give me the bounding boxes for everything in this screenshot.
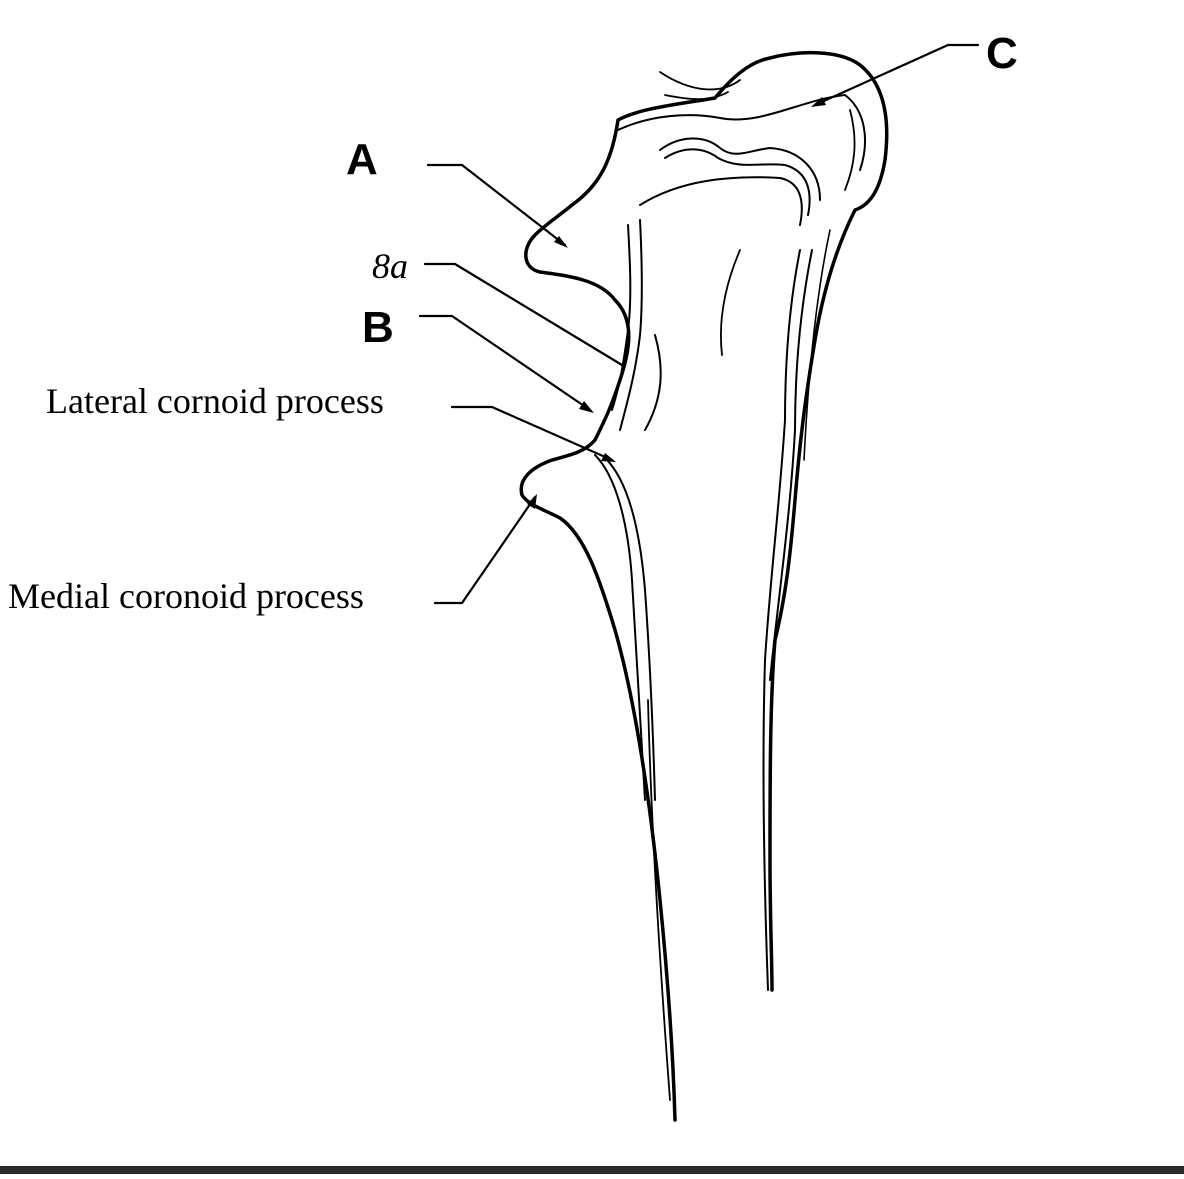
label-b: B xyxy=(362,303,394,352)
leader-a xyxy=(426,163,567,247)
label-lateral-coronoid-process: Lateral cornoid process xyxy=(46,381,384,421)
leader-lateral xyxy=(450,405,614,462)
leader-medial xyxy=(433,495,537,605)
leader-a-arrowhead xyxy=(554,236,568,248)
shaft-right-line-1 xyxy=(762,249,801,991)
leader-c xyxy=(813,43,980,107)
shaft-left-line-3 xyxy=(647,699,671,1101)
articular-line-3 xyxy=(664,148,811,216)
shaft-right-line-2 xyxy=(769,249,813,681)
leader-c-arrowhead xyxy=(811,97,826,107)
notch-line-3 xyxy=(644,334,662,431)
label-a: A xyxy=(346,135,378,184)
articular-line-2 xyxy=(659,137,821,201)
bone-outline xyxy=(570,50,889,992)
leader-lateral-arrowhead xyxy=(601,453,616,462)
leader-b-arrowhead xyxy=(579,401,594,413)
bottom-strip xyxy=(0,1166,1184,1174)
articular-line-5 xyxy=(659,71,741,91)
shaft-left-line-2 xyxy=(604,457,656,801)
articular-line-7 xyxy=(844,109,856,191)
shaft-left-line-1 xyxy=(594,454,646,801)
leader-b xyxy=(418,314,592,412)
articular-line-1 xyxy=(617,94,866,171)
notch-line-2 xyxy=(619,219,643,431)
bone-left-outline xyxy=(519,203,677,1122)
articular-line-4 xyxy=(639,176,803,226)
label-c: C xyxy=(986,29,1018,78)
articular-line-6 xyxy=(664,91,729,100)
leader-8a xyxy=(423,262,624,367)
leader-medial-arrowhead xyxy=(527,494,537,509)
notch-line-1 xyxy=(611,224,632,411)
shaft-right-line-3 xyxy=(803,229,831,461)
label-8a: 8a xyxy=(372,246,408,286)
label-medial-coronoid-process: Medial coronoid process xyxy=(8,576,364,616)
articular-line-8 xyxy=(719,249,741,356)
